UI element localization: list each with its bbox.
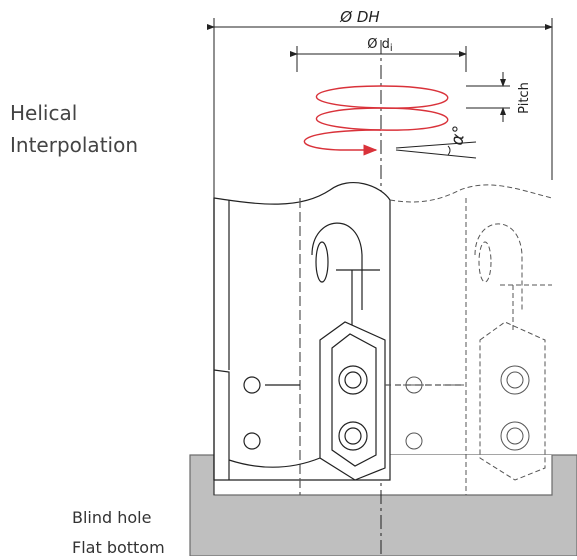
pitch-label: Pitch bbox=[517, 82, 532, 114]
helical-label-line2: Interpolation bbox=[10, 133, 138, 157]
pitch-dimension bbox=[466, 72, 510, 122]
di-subscript: i bbox=[390, 43, 393, 54]
alpha-label: α° bbox=[447, 124, 470, 147]
dh-label: Ø DH bbox=[339, 8, 379, 26]
di-main: Ø d bbox=[367, 37, 390, 52]
helical-label-line1: Helical bbox=[10, 101, 78, 125]
helix-path bbox=[303, 85, 449, 156]
blind-hole-label: Blind hole bbox=[72, 508, 152, 527]
alpha-angle bbox=[395, 141, 477, 159]
tool-body-right bbox=[389, 184, 553, 495]
insert-left bbox=[319, 321, 465, 481]
di-label: Ø di bbox=[367, 37, 392, 54]
flat-bottom-label: Flat bottom bbox=[72, 538, 165, 557]
